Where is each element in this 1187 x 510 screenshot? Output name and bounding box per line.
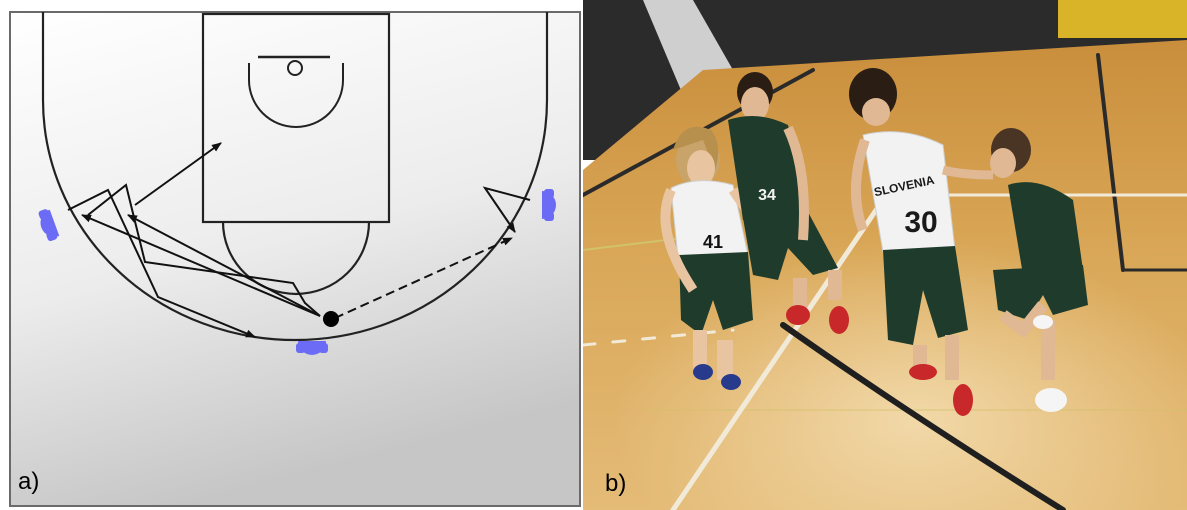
movement-arrows [67, 142, 531, 338]
panel-b-photo: 41 34 SLOVENIA 30 [583, 0, 1187, 510]
free-throw-circle [221, 221, 371, 296]
court-background [9, 11, 581, 507]
court-diagram [9, 11, 581, 507]
arrow-to-left-wing [81, 214, 321, 317]
cut-arrow-left-corner [67, 188, 256, 338]
free-throw-lane [201, 12, 391, 224]
panel-a-court-diagram: a) [0, 0, 582, 510]
basket [287, 60, 303, 76]
player-boy-right [941, 128, 1088, 412]
wall-pad [1058, 0, 1187, 38]
player-marker-icon [542, 189, 556, 221]
court-lines [583, 53, 1187, 510]
panel-label-b: b) [605, 470, 627, 497]
player-marker-icon [296, 341, 328, 355]
restricted-area [248, 63, 344, 128]
arrow-back-to-wing [127, 214, 321, 317]
player-boy-34: 34 [728, 72, 849, 334]
player-marker-icon [38, 209, 60, 242]
player-markers [38, 189, 556, 355]
player-boy-30: SLOVENIA 30 [849, 68, 973, 416]
ball-icon [323, 311, 339, 327]
panel-label-a: a) [18, 468, 40, 495]
player-girl-41: 41 [660, 126, 773, 390]
basketball-photo: 41 34 SLOVENIA 30 [583, 0, 1187, 510]
jersey-number-41: 41 [703, 232, 723, 252]
cut-arrow-right-wing [482, 186, 531, 233]
three-point-line [41, 12, 549, 342]
pass-arrow-dashed [334, 237, 513, 319]
jersey-number-30: 30 [904, 206, 937, 239]
arrow-to-lane [134, 142, 222, 206]
jersey-number-34: 34 [758, 187, 776, 204]
